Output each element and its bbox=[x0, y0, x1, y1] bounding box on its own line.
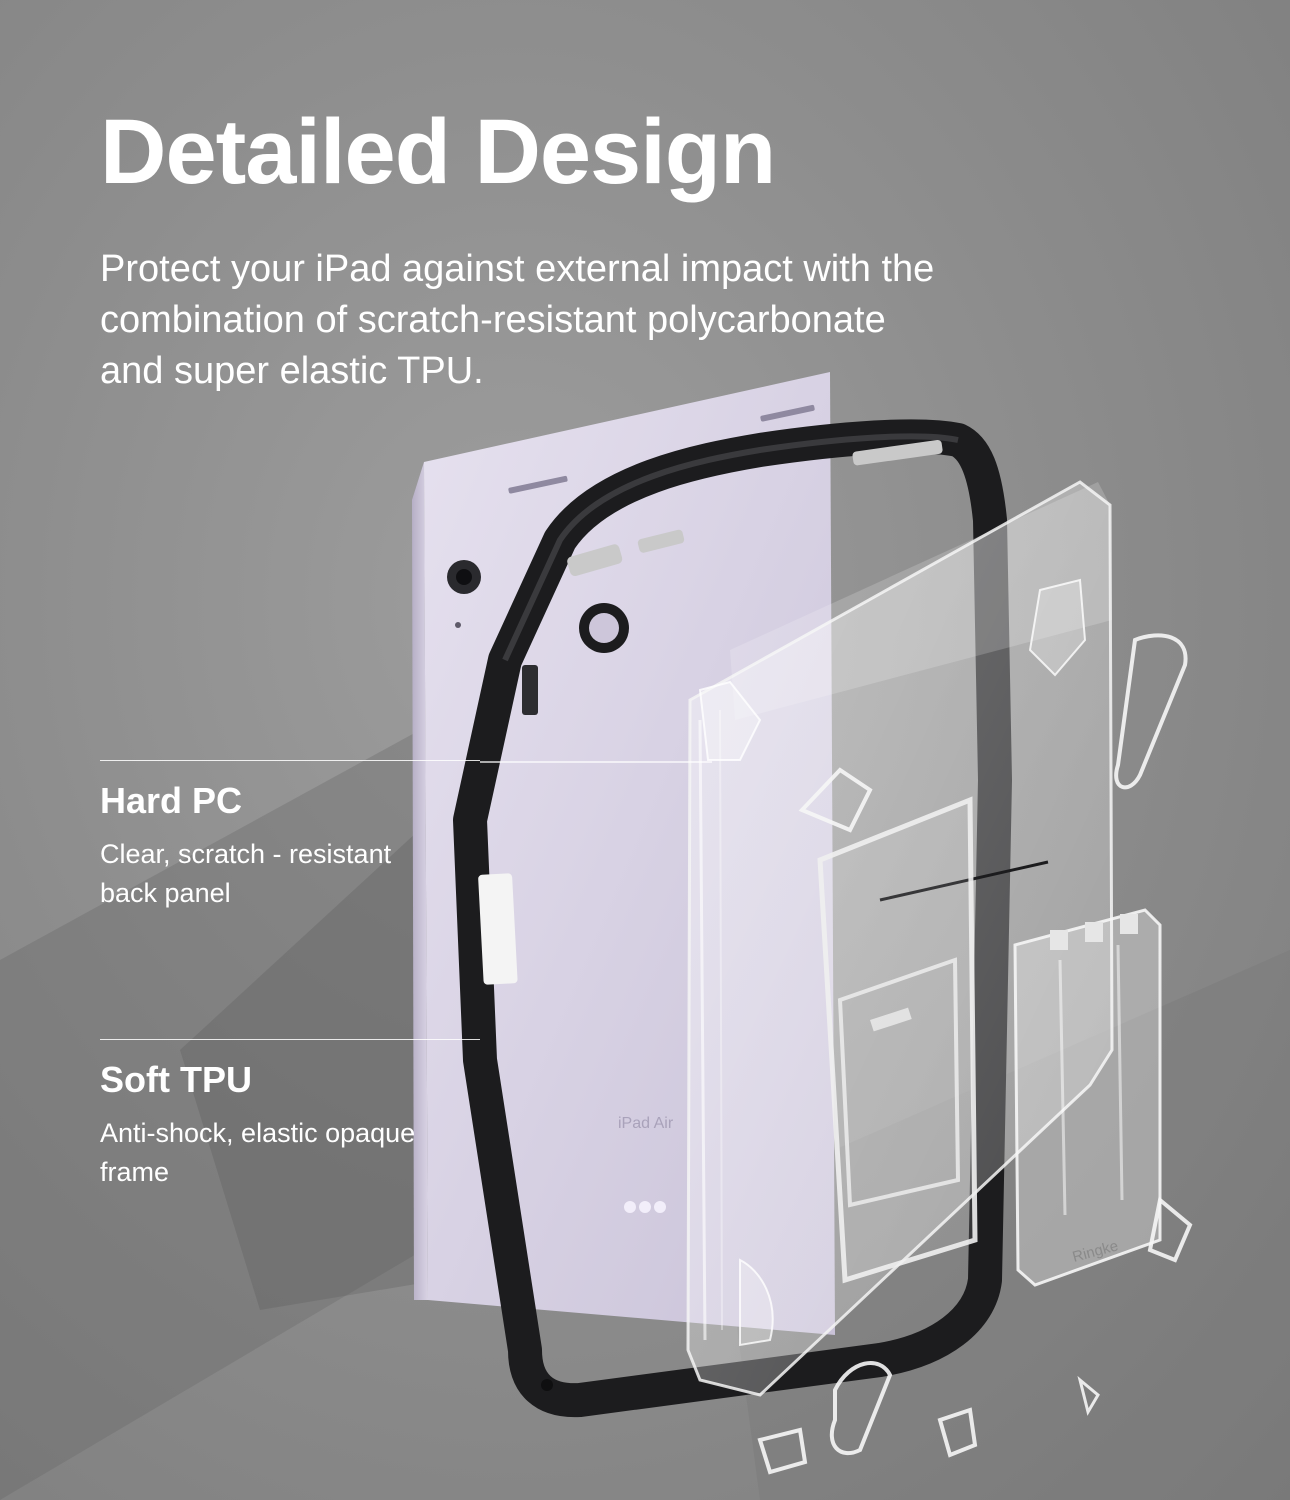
callout-divider bbox=[100, 1039, 480, 1040]
callout-title: Soft TPU bbox=[100, 1059, 252, 1100]
hard-pc-panel-illustration bbox=[686, 480, 1114, 1397]
callout-divider bbox=[100, 760, 480, 761]
clip-parts-illustration bbox=[757, 633, 1193, 1475]
intro-paragraph: Protect your iPad against external impac… bbox=[100, 248, 935, 392]
tpu-frame-illustration bbox=[453, 419, 1012, 1418]
callout-soft-tpu: Soft TPU Anti-shock, elastic opaque fram… bbox=[100, 1039, 480, 1192]
kickstand-frame-illustration bbox=[817, 796, 978, 1284]
callout-description: Clear, scratch - resistant back panel bbox=[100, 838, 392, 908]
callout-title: Hard PC bbox=[100, 780, 243, 821]
callout-hard-pc: Hard PC Clear, scratch - resistant back … bbox=[100, 760, 480, 913]
callout-description: Anti-shock, elastic opaque frame bbox=[100, 1117, 416, 1187]
ipad-brand-label: iPad Air bbox=[618, 1115, 674, 1132]
headline: Detailed Design bbox=[100, 101, 776, 203]
stand-panel-illustration: Ringke bbox=[1013, 908, 1162, 1287]
